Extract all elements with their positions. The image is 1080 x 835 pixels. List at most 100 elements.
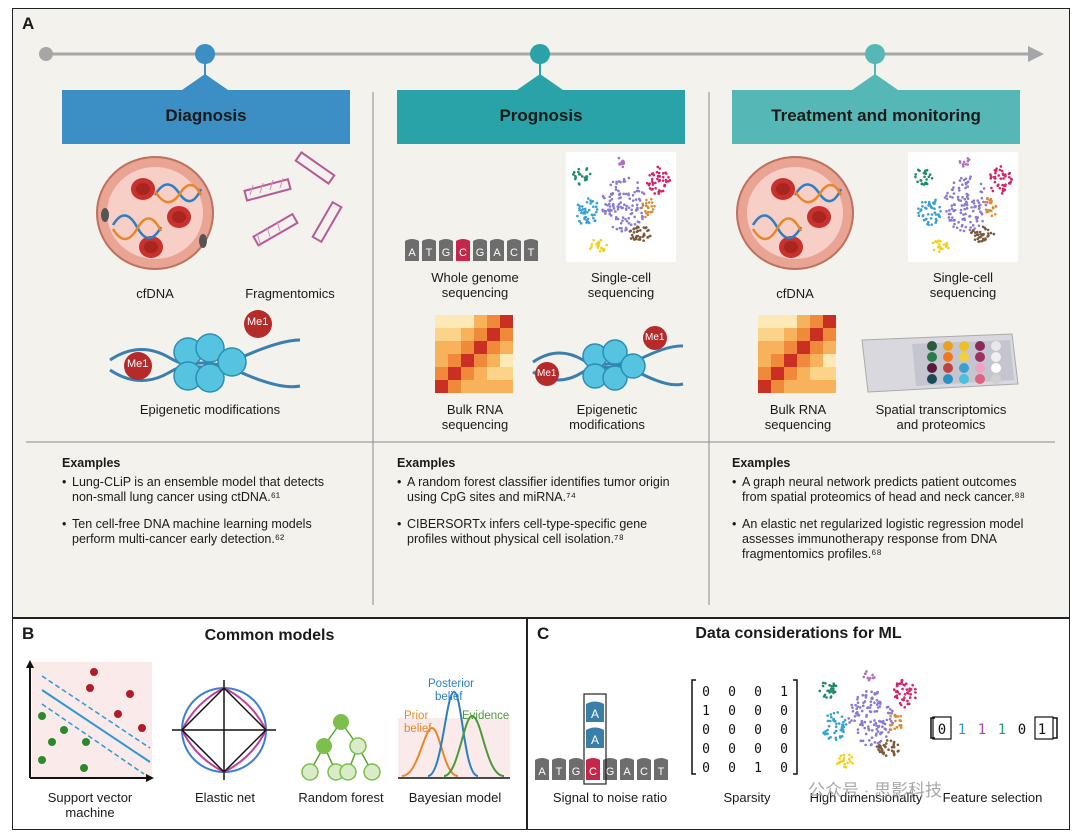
cell-point: [619, 205, 623, 209]
spatial-spot: [975, 363, 985, 373]
cell-point: [615, 180, 618, 184]
cell-point: [961, 183, 964, 187]
heatmap-cell: [823, 354, 836, 367]
cell-point: [930, 213, 934, 216]
cell-point: [969, 220, 972, 224]
cell-point: [832, 684, 835, 688]
cell-point: [595, 210, 598, 214]
cell-point: [653, 192, 656, 195]
cell-point: [889, 728, 893, 731]
heatmap-cell: [758, 380, 771, 393]
cell-point: [993, 169, 997, 172]
cell-point: [864, 732, 868, 736]
cell-point: [968, 228, 972, 232]
cell-point: [998, 168, 1002, 172]
cell-point: [982, 232, 985, 236]
cell-point: [858, 723, 862, 727]
cell-point: [893, 727, 897, 731]
cell-point: [823, 732, 827, 736]
cell-point: [856, 701, 860, 705]
cell-point: [949, 195, 952, 198]
cell-point: [606, 208, 610, 211]
heatmap-cell: [823, 367, 836, 380]
heatmap-cell: [771, 341, 784, 354]
dna-base-tile: A: [535, 758, 549, 780]
cell-point: [594, 205, 598, 209]
cell-point: [886, 705, 890, 709]
cell-point: [914, 696, 917, 700]
heatmap-cell: [500, 315, 513, 328]
heatmap-cell: [448, 354, 461, 367]
cell-point: [917, 211, 920, 215]
cell-point: [826, 719, 830, 723]
cell-point: [623, 203, 626, 207]
heatmap-cell: [758, 341, 771, 354]
cell-point: [870, 729, 874, 732]
cell-point: [867, 739, 871, 742]
cell-point: [618, 192, 622, 195]
cell-point: [574, 176, 578, 179]
spatial-spot: [975, 341, 985, 351]
cell-point: [635, 189, 639, 193]
cell-point: [930, 176, 934, 180]
cell-point: [971, 209, 975, 213]
cell-point: [640, 206, 644, 210]
cell-point: [842, 730, 845, 734]
label-wgs-line2: sequencing: [441, 285, 509, 300]
cell-point: [973, 234, 977, 237]
spatial-spot: [959, 374, 969, 384]
cell-point: [873, 692, 877, 695]
bayes-label-evidence: Evidence: [462, 710, 510, 722]
cell-point: [966, 185, 970, 188]
matrix-cell: 0: [754, 704, 762, 719]
heatmap-cell: [823, 315, 836, 328]
cell-point: [973, 227, 976, 230]
cell-point: [840, 734, 844, 738]
cell-point: [945, 194, 948, 197]
heatmap-cell: [435, 328, 448, 341]
cell-point: [885, 739, 889, 742]
cell-point: [858, 706, 862, 709]
panel-c-letter: C: [537, 624, 550, 643]
cell-point: [888, 717, 892, 721]
spatial-slide-icon: [861, 333, 1019, 393]
cell-point: [919, 208, 923, 211]
cell-point: [641, 217, 644, 221]
cell-point: [633, 190, 636, 194]
cell-point: [824, 730, 827, 733]
examples-treatment: Examples A graph neural network predicts…: [732, 456, 1032, 574]
cell-point: [963, 207, 967, 211]
cell-point: [826, 728, 829, 732]
cell-point: [906, 699, 909, 703]
cell-point: [640, 214, 644, 218]
cell-point: [649, 197, 653, 201]
cell-point: [818, 689, 822, 693]
cell-point: [843, 718, 847, 722]
cell-point: [939, 247, 942, 251]
cell-point: [842, 753, 846, 757]
cell-point: [976, 199, 979, 202]
spatial-spot: [943, 341, 953, 351]
cell-point: [970, 231, 973, 234]
matrix-cell: 0: [728, 704, 736, 719]
cell-point: [984, 238, 987, 241]
dna-base-letter: A: [538, 766, 546, 778]
cell-point: [644, 209, 647, 213]
cell-point: [667, 176, 670, 179]
cell-point: [939, 245, 942, 249]
heatmap-cell: [435, 315, 448, 328]
dna-base-tile: C: [637, 758, 651, 780]
cell-point: [600, 247, 603, 250]
cell-point: [636, 186, 640, 190]
cell-point: [945, 197, 949, 201]
cell-point: [949, 212, 952, 216]
cell-point: [839, 728, 843, 732]
cell-point: [938, 205, 941, 209]
cell-point: [898, 724, 901, 727]
cell-point: [848, 760, 852, 763]
cell-point: [894, 719, 897, 723]
cell-point: [883, 727, 887, 731]
cell-point: [850, 703, 854, 707]
cell-point: [926, 212, 930, 216]
